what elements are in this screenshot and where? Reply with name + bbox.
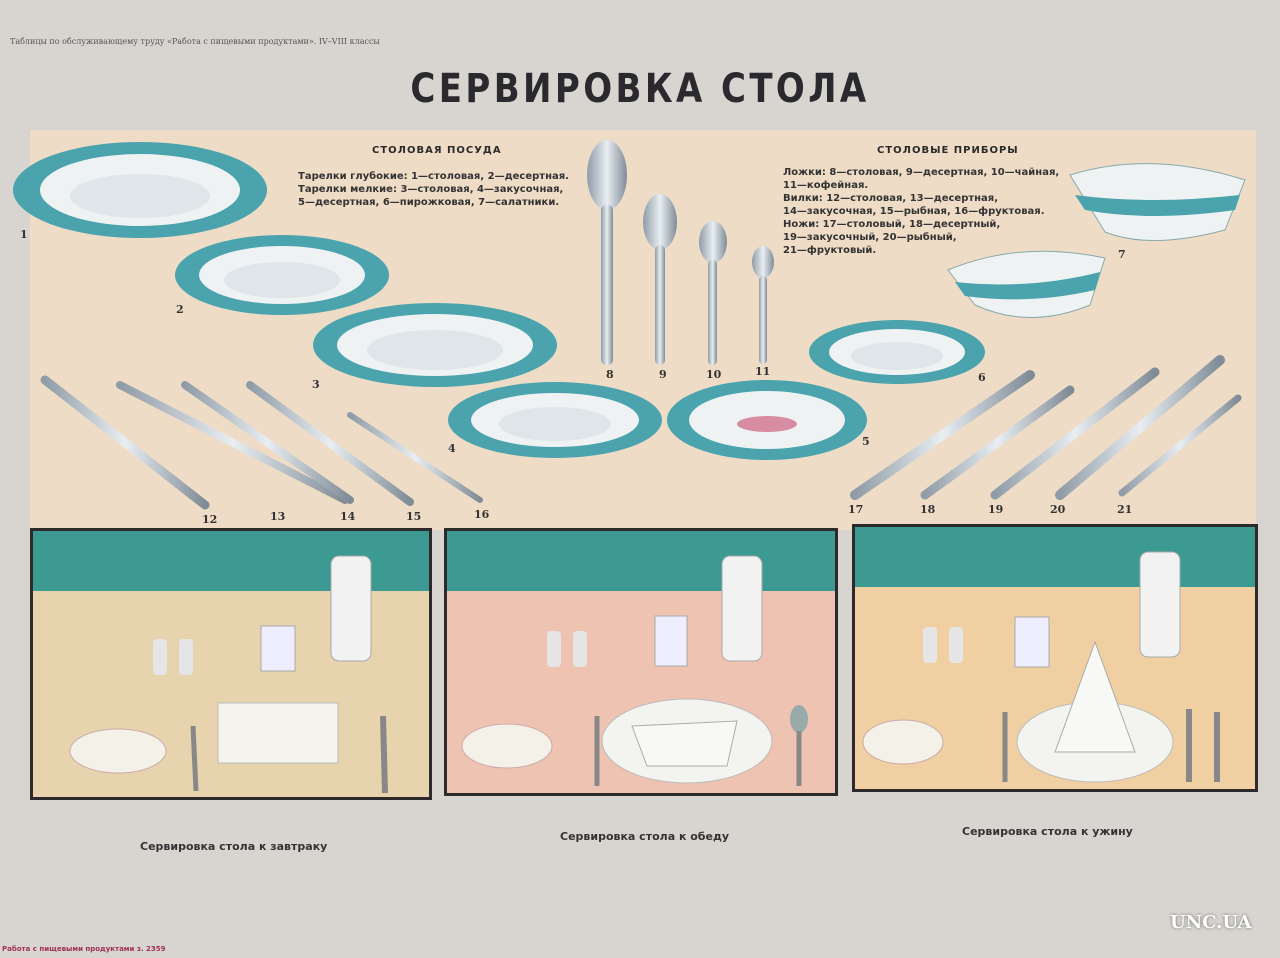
watermark: UNC.UA — [1170, 912, 1252, 933]
salad-bowl-7a — [1069, 163, 1246, 241]
legend-line: 19—закусочный, 20—рыбный, — [783, 232, 957, 243]
tableware-lines: Тарелки глубокие: 1—столовая, 2—десертна… — [298, 170, 569, 209]
salad-bowl-7b — [947, 250, 1106, 318]
knives — [850, 355, 1242, 500]
label-21: 21 — [1117, 503, 1133, 516]
caption-lunch: Сервировка стола к обеду — [560, 830, 729, 843]
label-12: 12 — [202, 513, 218, 526]
legend-line: 11—кофейная. — [783, 180, 869, 191]
legend-line: Вилки: 12—столовая, 13—десертная, — [783, 193, 999, 204]
label-2: 2 — [176, 303, 184, 316]
legend-line: 21—фруктовый. — [783, 245, 877, 256]
legend-line: 5—десертная, 6—пирожковая, 7—салатники. — [298, 197, 560, 208]
label-5: 5 — [862, 435, 870, 448]
legend-line: Ложки: 8—столовая, 9—десертная, 10—чайна… — [783, 167, 1060, 178]
plate-1 — [13, 142, 267, 238]
label-11: 11 — [755, 365, 771, 378]
scene-lunch — [444, 528, 838, 796]
plate-3 — [313, 303, 557, 387]
cutlery-lines: Ложки: 8—столовая, 9—десертная, 10—чайна… — [783, 166, 1059, 257]
legend-line: 14—закусочная, 15—рыбная, 16—фруктовая. — [783, 206, 1045, 217]
header-note: Таблицы по обслуживающему труду «Работа … — [10, 37, 380, 46]
label-9: 9 — [659, 368, 667, 381]
spoons — [587, 140, 774, 365]
legend-line: Тарелки мелкие: 3—столовая, 4—закусочная… — [298, 184, 564, 195]
legend-line: Ножи: 17—столовый, 18—десертный, — [783, 219, 1001, 230]
caption-dinner: Сервировка стола к ужину — [962, 825, 1133, 838]
label-10: 10 — [706, 368, 722, 381]
label-13: 13 — [270, 510, 286, 523]
page-title: СЕРВИРОВКА СТОЛА — [410, 66, 870, 112]
label-8: 8 — [606, 368, 614, 381]
scene-dinner — [852, 524, 1258, 792]
caption-breakfast: Сервировка стола к завтраку — [140, 840, 328, 853]
plate-5 — [667, 380, 867, 460]
plate-2 — [175, 235, 389, 315]
label-15: 15 — [406, 510, 422, 523]
label-6: 6 — [978, 371, 986, 384]
plate-4 — [448, 382, 662, 458]
label-3: 3 — [312, 378, 320, 391]
legend-line: Тарелки глубокие: 1—столовая, 2—десертна… — [298, 171, 569, 182]
label-7: 7 — [1118, 248, 1126, 261]
label-14: 14 — [340, 510, 356, 523]
plate-6 — [809, 320, 985, 384]
label-18: 18 — [920, 503, 936, 516]
footer-code: Работа с пищевыми продуктами з. 2359 — [2, 945, 166, 953]
label-16: 16 — [474, 508, 490, 521]
label-17: 17 — [848, 503, 864, 516]
tableware-heading: СТОЛОВАЯ ПОСУДА — [372, 145, 502, 156]
cutlery-heading: СТОЛОВЫЕ ПРИБОРЫ — [877, 145, 1019, 156]
forks — [40, 375, 483, 510]
label-1: 1 — [20, 228, 28, 241]
tableware-legend: СТОЛОВАЯ ПОСУДА — [372, 145, 502, 156]
scene-breakfast — [30, 528, 432, 800]
label-19: 19 — [988, 503, 1004, 516]
label-20: 20 — [1050, 503, 1066, 516]
label-4: 4 — [448, 442, 456, 455]
